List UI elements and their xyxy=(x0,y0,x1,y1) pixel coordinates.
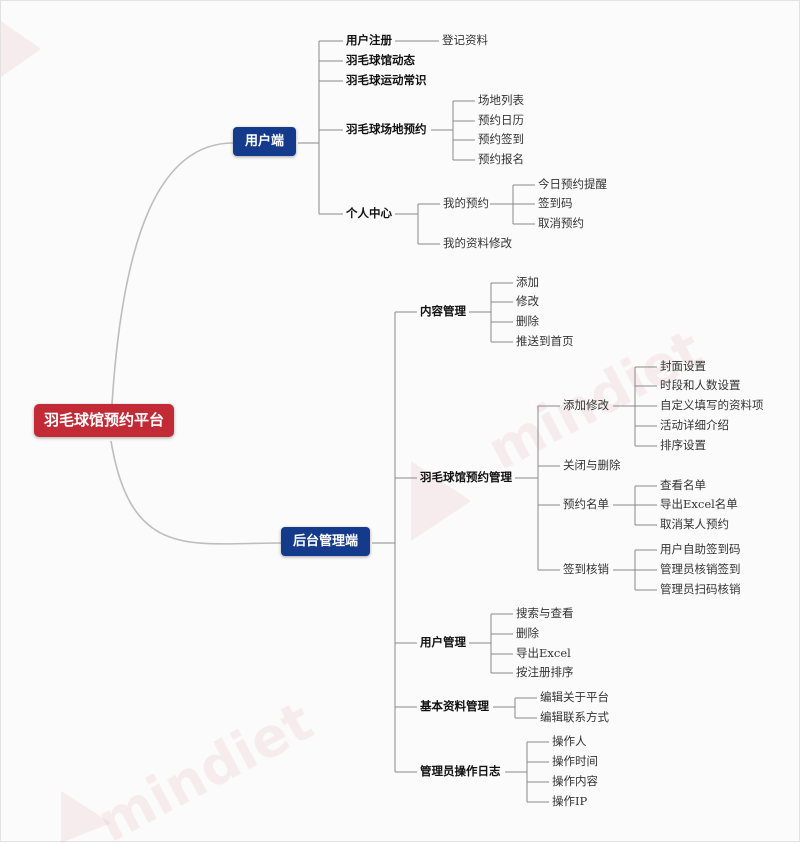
leaf-search-view[interactable]: 搜索与查看 xyxy=(516,606,574,620)
leaf-cover-setting[interactable]: 封面设置 xyxy=(660,359,706,373)
topic-venue-booking-mgmt[interactable]: 羽毛球馆预约管理 xyxy=(420,470,512,484)
connector xyxy=(635,549,657,591)
leaf-view-list[interactable]: 查看名单 xyxy=(660,478,706,492)
leaf-export-list[interactable]: 导出Excel名单 xyxy=(660,497,738,511)
leaf-sort-by-register[interactable]: 按注册排序 xyxy=(516,665,574,679)
leaf-booking-list[interactable]: 预约名单 xyxy=(563,497,609,511)
topic-admin-log[interactable]: 管理员操作日志 xyxy=(420,764,501,778)
leaf-today-reminder[interactable]: 今日预约提醒 xyxy=(538,177,607,191)
leaf-admin-scan-verify[interactable]: 管理员扫码核销 xyxy=(660,582,741,596)
leaf-op-ip[interactable]: 操作IP xyxy=(552,794,588,808)
leaf-venue-list[interactable]: 场地列表 xyxy=(478,93,524,107)
leaf-my-bookings[interactable]: 我的预约 xyxy=(443,196,489,210)
topic-content-mgmt[interactable]: 内容管理 xyxy=(420,304,466,318)
leaf-export-excel[interactable]: 导出Excel xyxy=(516,646,571,660)
leaf-content-add[interactable]: 添加 xyxy=(516,275,539,289)
connector xyxy=(538,405,560,571)
connector xyxy=(515,697,537,719)
curve-root-to-user xyxy=(110,142,234,422)
topic-user-mgmt[interactable]: 用户管理 xyxy=(420,635,466,649)
connector xyxy=(635,366,657,447)
connector xyxy=(319,40,343,215)
connector xyxy=(418,203,440,245)
branch-user-end[interactable]: 用户端 xyxy=(233,127,297,156)
leaf-close-delete[interactable]: 关闭与删除 xyxy=(563,458,621,472)
topic-user-register[interactable]: 用户注册 xyxy=(346,33,392,47)
connector xyxy=(527,741,549,803)
leaf-checkin-verify[interactable]: 签到核销 xyxy=(563,562,609,576)
leaf-op-time[interactable]: 操作时间 xyxy=(552,754,598,768)
leaf-checkin-code[interactable]: 签到码 xyxy=(538,196,573,210)
leaf-edit-about[interactable]: 编辑关于平台 xyxy=(540,690,609,704)
leaf-activity-detail[interactable]: 活动详细介绍 xyxy=(660,418,729,432)
connector xyxy=(635,485,657,526)
leaf-admin-verify-checkin[interactable]: 管理员核销签到 xyxy=(660,562,741,576)
branch-admin-end[interactable]: 后台管理端 xyxy=(281,527,371,556)
curve-root-to-admin xyxy=(110,440,282,545)
connector xyxy=(453,100,475,161)
leaf-cancel-booking[interactable]: 取消预约 xyxy=(538,216,584,230)
topic-venue-booking[interactable]: 羽毛球场地预约 xyxy=(346,122,427,136)
leaf-self-checkin-code[interactable]: 用户自助签到码 xyxy=(660,542,741,556)
leaf-content-modify[interactable]: 修改 xyxy=(516,294,539,308)
topic-venue-news[interactable]: 羽毛球馆动态 xyxy=(346,53,415,67)
topic-personal-center[interactable]: 个人中心 xyxy=(346,206,392,220)
connector xyxy=(513,184,535,225)
topic-basic-info-mgmt[interactable]: 基本资料管理 xyxy=(420,699,489,713)
topic-badminton-knowledge[interactable]: 羽毛球运动常识 xyxy=(346,73,427,87)
connector xyxy=(491,613,513,674)
leaf-custom-fields[interactable]: 自定义填写的资料项 xyxy=(660,398,764,412)
leaf-op-content[interactable]: 操作内容 xyxy=(552,774,598,788)
leaf-register-info[interactable]: 登记资料 xyxy=(442,33,488,47)
leaf-operator[interactable]: 操作人 xyxy=(552,734,587,748)
leaf-sort-setting[interactable]: 排序设置 xyxy=(660,438,706,452)
leaf-edit-contact[interactable]: 编辑联系方式 xyxy=(540,710,609,724)
leaf-booking-checkin[interactable]: 预约签到 xyxy=(478,132,524,146)
root-node[interactable]: 羽毛球馆预约平台 xyxy=(34,404,175,437)
leaf-booking-signup[interactable]: 预约报名 xyxy=(478,152,524,166)
leaf-user-delete[interactable]: 删除 xyxy=(516,626,539,640)
leaf-cancel-someone[interactable]: 取消某人预约 xyxy=(660,517,729,531)
leaf-booking-calendar[interactable]: 预约日历 xyxy=(478,113,524,127)
leaf-time-quota-setting[interactable]: 时段和人数设置 xyxy=(660,378,741,392)
connector xyxy=(395,311,417,773)
connector xyxy=(491,282,513,343)
leaf-add-modify[interactable]: 添加修改 xyxy=(563,398,609,412)
leaf-content-delete[interactable]: 删除 xyxy=(516,314,539,328)
leaf-push-home[interactable]: 推送到首页 xyxy=(516,334,574,348)
leaf-my-profile-edit[interactable]: 我的资料修改 xyxy=(443,236,512,250)
